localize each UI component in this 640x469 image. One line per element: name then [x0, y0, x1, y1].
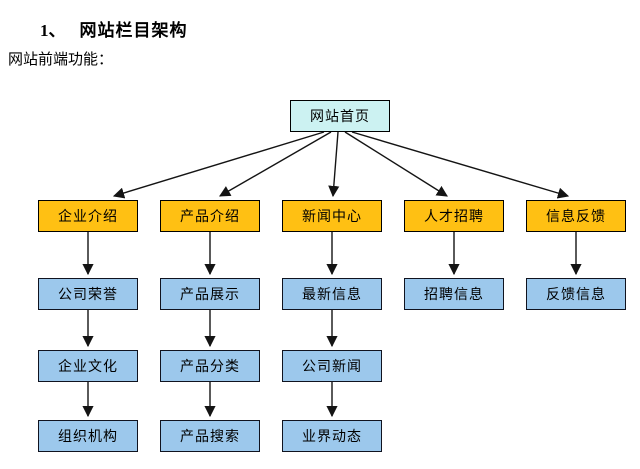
node-corporate-culture: 企业文化: [38, 350, 138, 382]
node-organization: 组织机构: [38, 420, 138, 452]
node-product-intro: 产品介绍: [160, 200, 260, 232]
section-title: 网站栏目架构: [79, 21, 188, 40]
node-feedback-info: 反馈信息: [526, 278, 626, 310]
node-home: 网站首页: [290, 100, 390, 132]
section-heading: 1、网站栏目架构: [40, 16, 188, 41]
node-news-center: 新闻中心: [282, 200, 382, 232]
node-feedback: 信息反馈: [526, 200, 626, 232]
node-company-profile: 企业介绍: [38, 200, 138, 232]
diagram-caption: 网站前端功能：: [8, 52, 114, 68]
node-company-honor: 公司荣誉: [38, 278, 138, 310]
node-product-search: 产品搜索: [160, 420, 260, 452]
node-recruit-info: 招聘信息: [404, 278, 504, 310]
node-industry-news: 业界动态: [282, 420, 382, 452]
node-latest-info: 最新信息: [282, 278, 382, 310]
node-company-news: 公司新闻: [282, 350, 382, 382]
section-number: 1、: [40, 21, 66, 40]
node-product-category: 产品分类: [160, 350, 260, 382]
node-product-display: 产品展示: [160, 278, 260, 310]
node-recruitment: 人才招聘: [404, 200, 504, 232]
